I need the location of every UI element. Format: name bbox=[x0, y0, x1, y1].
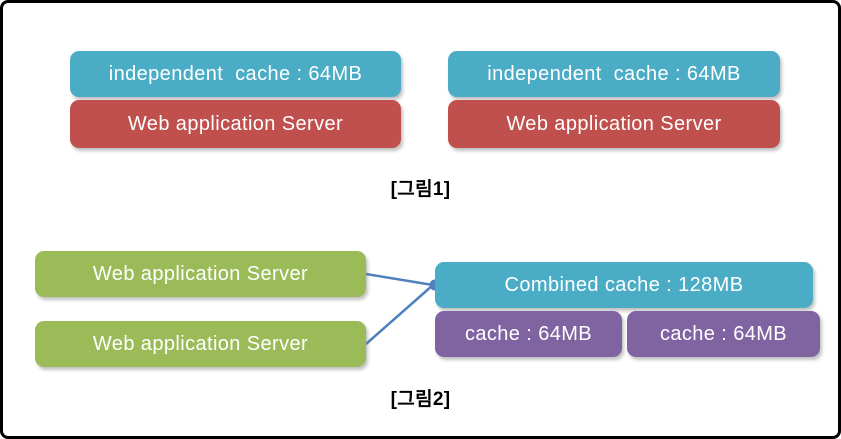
figure1-caption: [그림1] bbox=[390, 179, 451, 200]
fig1-independent-cache-box-right: independent cache : 64MB bbox=[448, 51, 780, 97]
fig2-combined-cache-box: Combined cache : 128MB bbox=[435, 262, 813, 308]
fig1-independent-cache-box-left: independent cache : 64MB bbox=[70, 51, 401, 97]
fig2-cache-box-right: cache : 64MB bbox=[627, 311, 820, 357]
fig2-web-application-server-box-top: Web application Server bbox=[35, 251, 366, 297]
connector-line-top bbox=[365, 272, 434, 287]
connector-line-bottom bbox=[365, 284, 434, 345]
fig2-cache-box-left: cache : 64MB bbox=[435, 311, 622, 357]
fig2-web-application-server-box-bottom: Web application Server bbox=[35, 321, 366, 367]
fig1-web-application-server-box-left: Web application Server bbox=[70, 100, 401, 148]
fig1-web-application-server-box-right: Web application Server bbox=[448, 100, 780, 148]
figure2-caption: [그림2] bbox=[390, 389, 451, 410]
